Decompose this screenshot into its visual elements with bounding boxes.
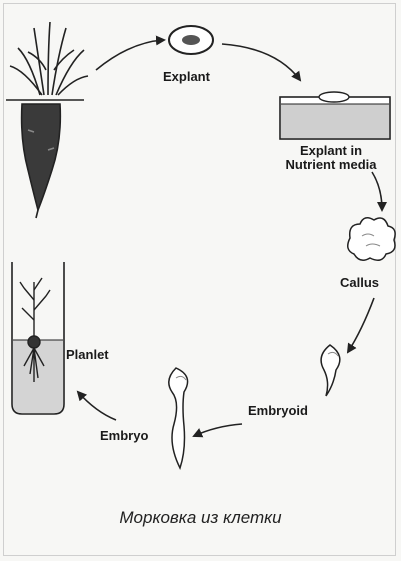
explant-icon [169,26,213,54]
arrow-dish-to-callus [372,172,382,210]
label-explant: Explant [163,70,210,84]
arrow-callus-to-embryoid [348,298,374,352]
label-embryoid: Embryoid [248,404,308,418]
arrow-embryoid-to-embryo [194,424,242,436]
petri-dish-icon [280,92,390,139]
label-embryo: Embryo [100,429,148,443]
figure-caption: Морковка из клетки [0,508,401,528]
label-explant-in-nutrient-media: Explant in Nutrient media [276,144,386,172]
arrow-explant-to-dish [222,44,300,80]
carrot-icon [6,22,88,218]
label-planlet: Planlet [66,348,109,362]
label-callus: Callus [340,276,379,290]
arrow-embryo-to-planlet [78,392,116,420]
embryoid-icon [321,345,340,396]
embryo-icon [169,368,188,468]
arrow-carrot-to-explant [96,40,164,70]
callus-icon [348,218,395,261]
